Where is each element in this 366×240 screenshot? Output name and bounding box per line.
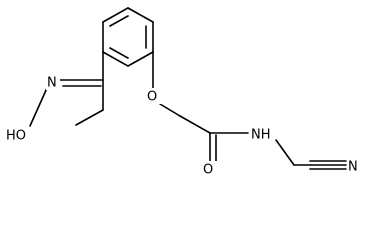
structure-canvas: O O NH N N HO bbox=[5, 7, 361, 178]
ring-double-bond bbox=[109, 47, 129, 59]
benzene-ring bbox=[102, 7, 154, 67]
n-o-bond bbox=[29, 87, 48, 127]
ethyl-bond-2 bbox=[75, 109, 104, 126]
atom-labels: O O NH N N HO bbox=[5, 74, 361, 178]
oxime-side-chain bbox=[29, 51, 104, 127]
ring-bond bbox=[102, 7, 129, 23]
ether-oxygen-label: O bbox=[147, 90, 157, 105]
acetamide-chain bbox=[152, 51, 347, 170]
amide-nitrogen-label: NH bbox=[251, 128, 271, 143]
ring-double-bond bbox=[109, 15, 129, 27]
ring-bond bbox=[127, 7, 154, 23]
ether-oxygen-to-ch2-bond bbox=[159, 103, 181, 117]
ch2-to-carbonyl-bond bbox=[179, 115, 211, 134]
molecule-drawing: O O NH N N HO bbox=[5, 7, 361, 178]
ring-bond bbox=[102, 51, 129, 67]
carbonyl-oxygen-label: O bbox=[203, 163, 213, 178]
nh-to-ch2-bond bbox=[275, 139, 295, 166]
hydroxyl-label: HO bbox=[6, 129, 26, 144]
ring-bond bbox=[127, 51, 154, 67]
nitrile-nitrogen-label: N bbox=[348, 160, 358, 175]
oxime-nitrogen-label: N bbox=[47, 76, 57, 91]
